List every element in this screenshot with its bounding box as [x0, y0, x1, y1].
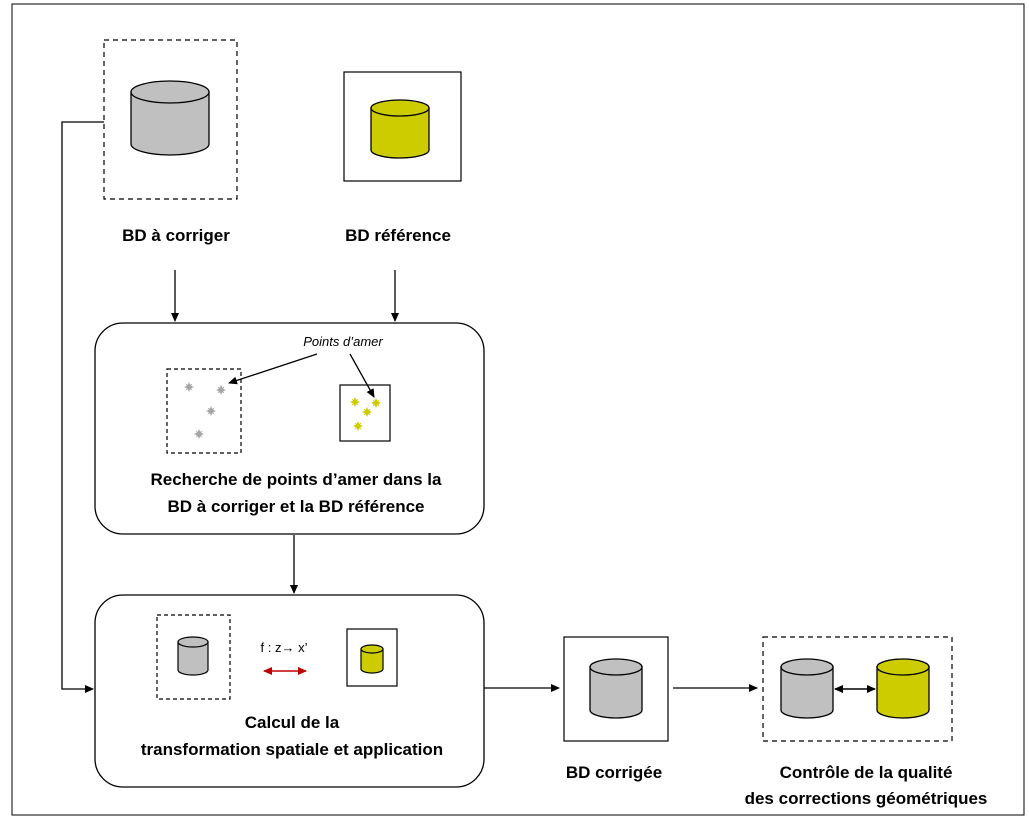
recherche-label-line2: BD à corriger et la BD référence	[168, 497, 425, 516]
yellow-point-icon	[350, 397, 360, 407]
arrow-bd-a-corriger-to-calcul	[61, 121, 104, 693]
bd-reference-node: BD référence	[343, 71, 462, 245]
bd-a-corriger-node: BD à corriger	[103, 39, 238, 245]
controle-frame	[762, 636, 953, 742]
bd-corrigee-frame	[563, 636, 669, 742]
yellow-point-icon	[353, 421, 363, 431]
points-gray-frame	[166, 368, 242, 454]
gray-point-icon	[216, 385, 226, 395]
database-gray-icon	[130, 80, 210, 156]
outer-frame	[11, 3, 1025, 816]
calcul-frame	[94, 594, 485, 788]
gray-landmark-points	[184, 382, 226, 439]
yellow-point-icon	[362, 407, 372, 417]
database-gray-compare-icon	[780, 658, 834, 719]
calcul-transformation-node: f : z→ x’ Calcul de la transformation sp…	[94, 594, 485, 788]
gray-point-icon	[184, 382, 194, 392]
points-yellow-frame	[339, 384, 391, 442]
bd-corrigee-node: BD corrigée	[563, 636, 669, 782]
calcul-label-line1: Calcul de la	[245, 713, 340, 732]
bd-a-corriger-frame	[103, 39, 238, 200]
arrow-annotation-to-gray-points	[228, 353, 318, 385]
database-gray-small-icon	[177, 636, 209, 676]
calcul-yellow-frame	[346, 628, 398, 687]
controle-label-line1: Contrôle de la qualité	[780, 763, 953, 782]
transformation-formula: f : z→ x’	[261, 640, 308, 655]
bd-reference-label: BD référence	[345, 226, 451, 245]
calcul-label-line2: transformation spatiale et application	[141, 740, 443, 759]
database-yellow-icon	[370, 99, 430, 159]
recherche-label-line1: Recherche de points d’amer dans la	[151, 470, 443, 489]
yellow-point-icon	[371, 398, 381, 408]
recherche-points-damer-node: Points d’amer Recherche de points d’amer…	[94, 322, 485, 535]
gray-point-icon	[194, 429, 204, 439]
bd-a-corriger-label: BD à corriger	[122, 226, 230, 245]
calcul-gray-frame	[156, 614, 231, 700]
database-yellow-small-icon	[360, 644, 384, 674]
database-yellow-compare-icon	[876, 658, 930, 719]
database-gray-corrected-icon	[589, 658, 643, 719]
gray-point-icon	[206, 406, 216, 416]
controle-label-line2: des corrections géométriques	[745, 789, 988, 808]
points-damer-annotation: Points d’amer	[303, 334, 383, 349]
arrow-annotation-to-yellow-points	[349, 353, 375, 398]
bd-reference-frame	[343, 71, 462, 182]
recherche-frame	[94, 322, 485, 535]
controle-qualite-node: Contrôle de la qualité des corrections g…	[745, 636, 988, 808]
bd-corrigee-label: BD corrigée	[566, 763, 662, 782]
yellow-landmark-points	[350, 397, 381, 431]
